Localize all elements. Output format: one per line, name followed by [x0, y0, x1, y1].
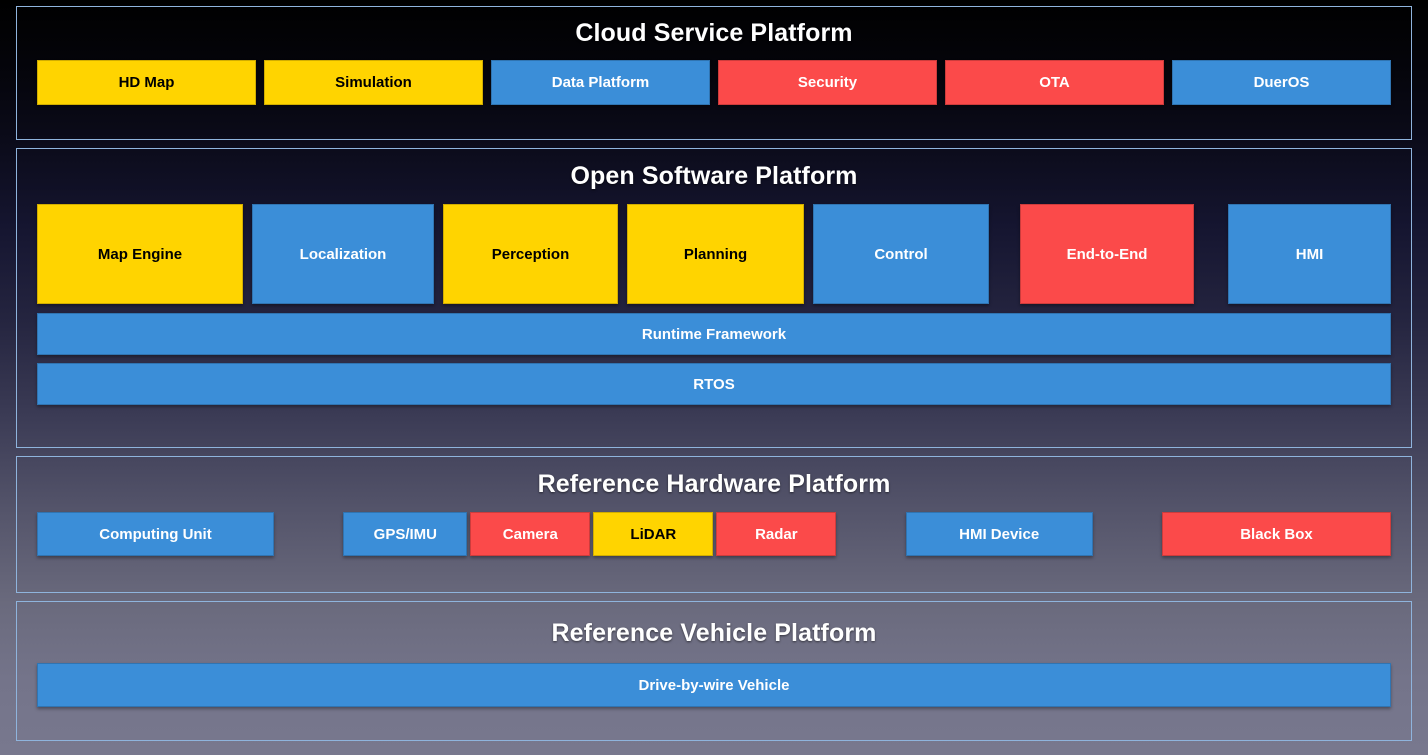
block-planning[interactable]: Planning — [627, 204, 804, 305]
block-camera[interactable]: Camera — [470, 512, 591, 557]
section-title-reference-hardware-platform: Reference Hardware Platform — [537, 470, 891, 498]
block-perception[interactable]: Perception — [443, 204, 618, 305]
spacer — [243, 204, 252, 304]
block-hmi[interactable]: HMI — [1228, 204, 1391, 305]
block-hd-map[interactable]: HD Map — [37, 60, 256, 106]
block-data-platform[interactable]: Data Platform — [491, 60, 710, 106]
section-open-software-platform: Open Software Platform Map Engine Locali… — [16, 148, 1412, 448]
block-ota[interactable]: OTA — [945, 60, 1164, 106]
spacer — [804, 204, 813, 304]
block-computing-unit[interactable]: Computing Unit — [37, 512, 274, 557]
block-black-box[interactable]: Black Box — [1161, 512, 1391, 557]
block-hmi-device[interactable]: HMI Device — [905, 512, 1093, 557]
spacer — [1194, 204, 1228, 304]
block-gps-imu[interactable]: GPS/IMU — [343, 512, 468, 557]
block-security[interactable]: Security — [718, 60, 937, 106]
block-simulation[interactable]: Simulation — [264, 60, 483, 106]
bar-runtime-framework[interactable]: Runtime Framework — [37, 313, 1391, 356]
block-map-engine[interactable]: Map Engine — [37, 204, 243, 305]
section-reference-hardware-platform: Reference Hardware Platform Computing Un… — [16, 456, 1412, 593]
block-end-to-end[interactable]: End-to-End — [1020, 204, 1194, 305]
section-title-reference-vehicle-platform: Reference Vehicle Platform — [551, 619, 877, 647]
section-cloud-service-platform: Cloud Service Platform HD Map Simulation… — [16, 6, 1412, 140]
architecture-diagram: Cloud Service Platform HD Map Simulation… — [16, 6, 1412, 747]
software-block-row: Map Engine Localization Perception Plann… — [37, 204, 1391, 305]
block-control[interactable]: Control — [813, 204, 989, 305]
block-dueros[interactable]: DuerOS — [1172, 60, 1391, 106]
section-title-open-software-platform: Open Software Platform — [570, 162, 858, 190]
block-lidar[interactable]: LiDAR — [593, 512, 714, 557]
cloud-block-row: HD Map Simulation Data Platform Security… — [37, 60, 1391, 106]
spacer — [989, 204, 1020, 304]
spacer — [618, 204, 627, 304]
hardware-block-row: Computing Unit GPS/IMU Camera LiDAR Rada… — [37, 512, 1391, 557]
bar-rtos[interactable]: RTOS — [37, 363, 1391, 406]
block-radar[interactable]: Radar — [716, 512, 837, 557]
spacer — [434, 204, 443, 304]
vehicle-block-row: Drive-by-wire Vehicle — [37, 663, 1391, 708]
block-drive-by-wire-vehicle[interactable]: Drive-by-wire Vehicle — [37, 663, 1391, 708]
section-reference-vehicle-platform: Reference Vehicle Platform Drive-by-wire… — [16, 601, 1412, 741]
block-localization[interactable]: Localization — [252, 204, 434, 305]
section-title-cloud-service-platform: Cloud Service Platform — [575, 19, 853, 47]
